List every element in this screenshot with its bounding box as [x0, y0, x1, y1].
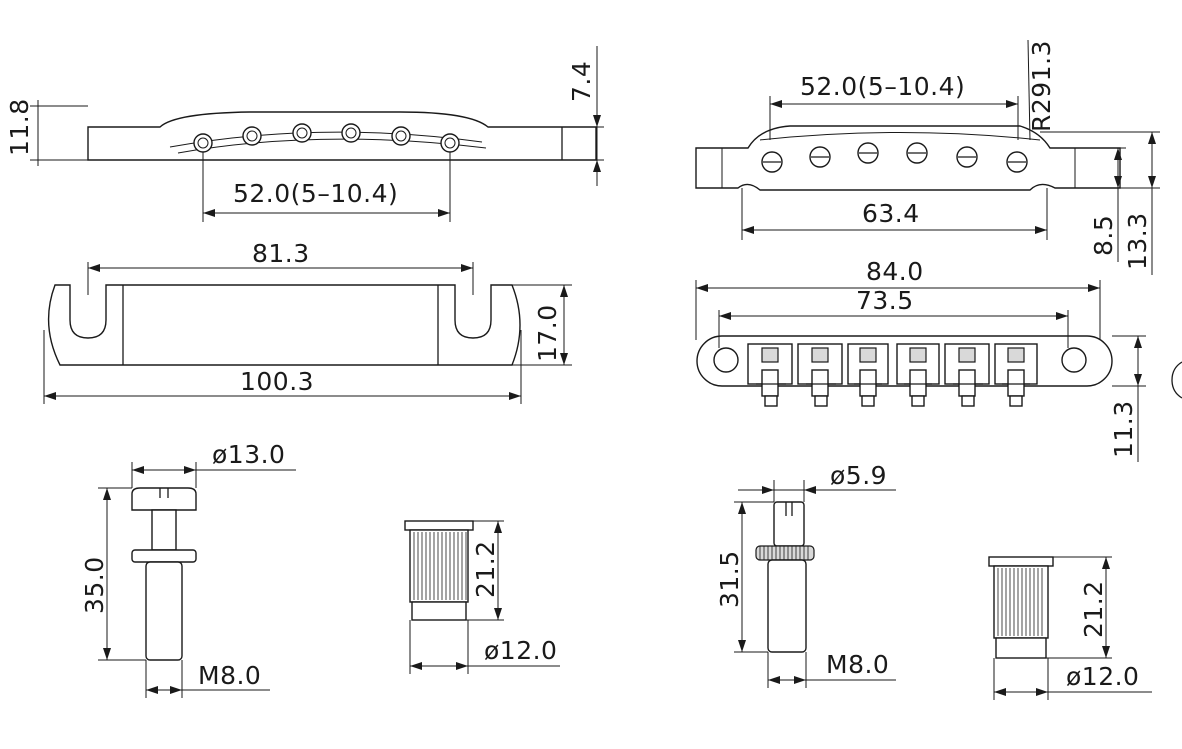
tailpiece-string-holes: [193, 123, 460, 153]
edge-fragment-glyph: [1171, 361, 1182, 399]
bridge-insert-dia-label: ø12.0: [1066, 662, 1139, 691]
tailpiece-top-view: 81.3 17.0 100.3: [43, 239, 572, 404]
tail-stud-thread-label: M8.0: [198, 661, 261, 690]
tail-insert-dia-label: ø12.0: [484, 636, 557, 665]
tailpiece-length-label: 100.3: [240, 367, 314, 396]
bridge-height-high-label: 13.3: [1123, 212, 1152, 270]
bridge-top-view: 84.0 73.5 11.3: [695, 257, 1146, 462]
bridge-depth-label: 11.3: [1109, 400, 1138, 458]
tailpiece-stud: ø13.0 35.0 M8.0: [80, 440, 296, 698]
bridge-insert-length-label: 21.2: [1079, 580, 1108, 638]
bridge-post: ø5.9 31.5 M8.0: [715, 461, 896, 688]
bridge-post-thread-label: M8.0: [826, 650, 889, 679]
bridge-post-length-label: 31.5: [715, 550, 744, 608]
bridge-post-spacing-label: 73.5: [856, 286, 914, 315]
bridge-post-head-dia-label: ø5.9: [830, 461, 887, 490]
bridge-string-spacing-label: 52.0(5–10.4): [800, 72, 965, 101]
bridge-height-low-label: 8.5: [1089, 215, 1118, 256]
tailpiece-stud-top-label: 7.4: [567, 61, 596, 102]
tailpiece-string-spacing-label: 52.0(5–10.4): [233, 179, 398, 208]
bridge-saddle-screws: [761, 142, 1028, 173]
tail-stud-head-dia-label: ø13.0: [212, 440, 285, 469]
bridge-saddle-span-label: 63.4: [862, 199, 920, 228]
bridge-length-label: 84.0: [866, 257, 924, 286]
bridge-saddles: [747, 343, 1038, 407]
tailpiece-depth-label: 17.0: [533, 304, 562, 362]
bridge-side-view: 52.0(5–10.4) R291.3 63.4 8.5 13.3: [695, 39, 1160, 275]
bridge-radius-label: R291.3: [1027, 40, 1056, 132]
tailpiece-side-view: 11.8 7.4 52.0(5–10.4): [5, 46, 604, 222]
tail-stud-length-label: 35.0: [80, 556, 109, 614]
bridge-insert: 21.2 ø12.0: [988, 556, 1152, 700]
tailpiece-height-label: 11.8: [5, 98, 34, 156]
tailpiece-stud-spacing-label: 81.3: [252, 239, 310, 268]
tailpiece-insert: 21.2 ø12.0: [404, 520, 560, 674]
tail-insert-length-label: 21.2: [471, 540, 500, 598]
